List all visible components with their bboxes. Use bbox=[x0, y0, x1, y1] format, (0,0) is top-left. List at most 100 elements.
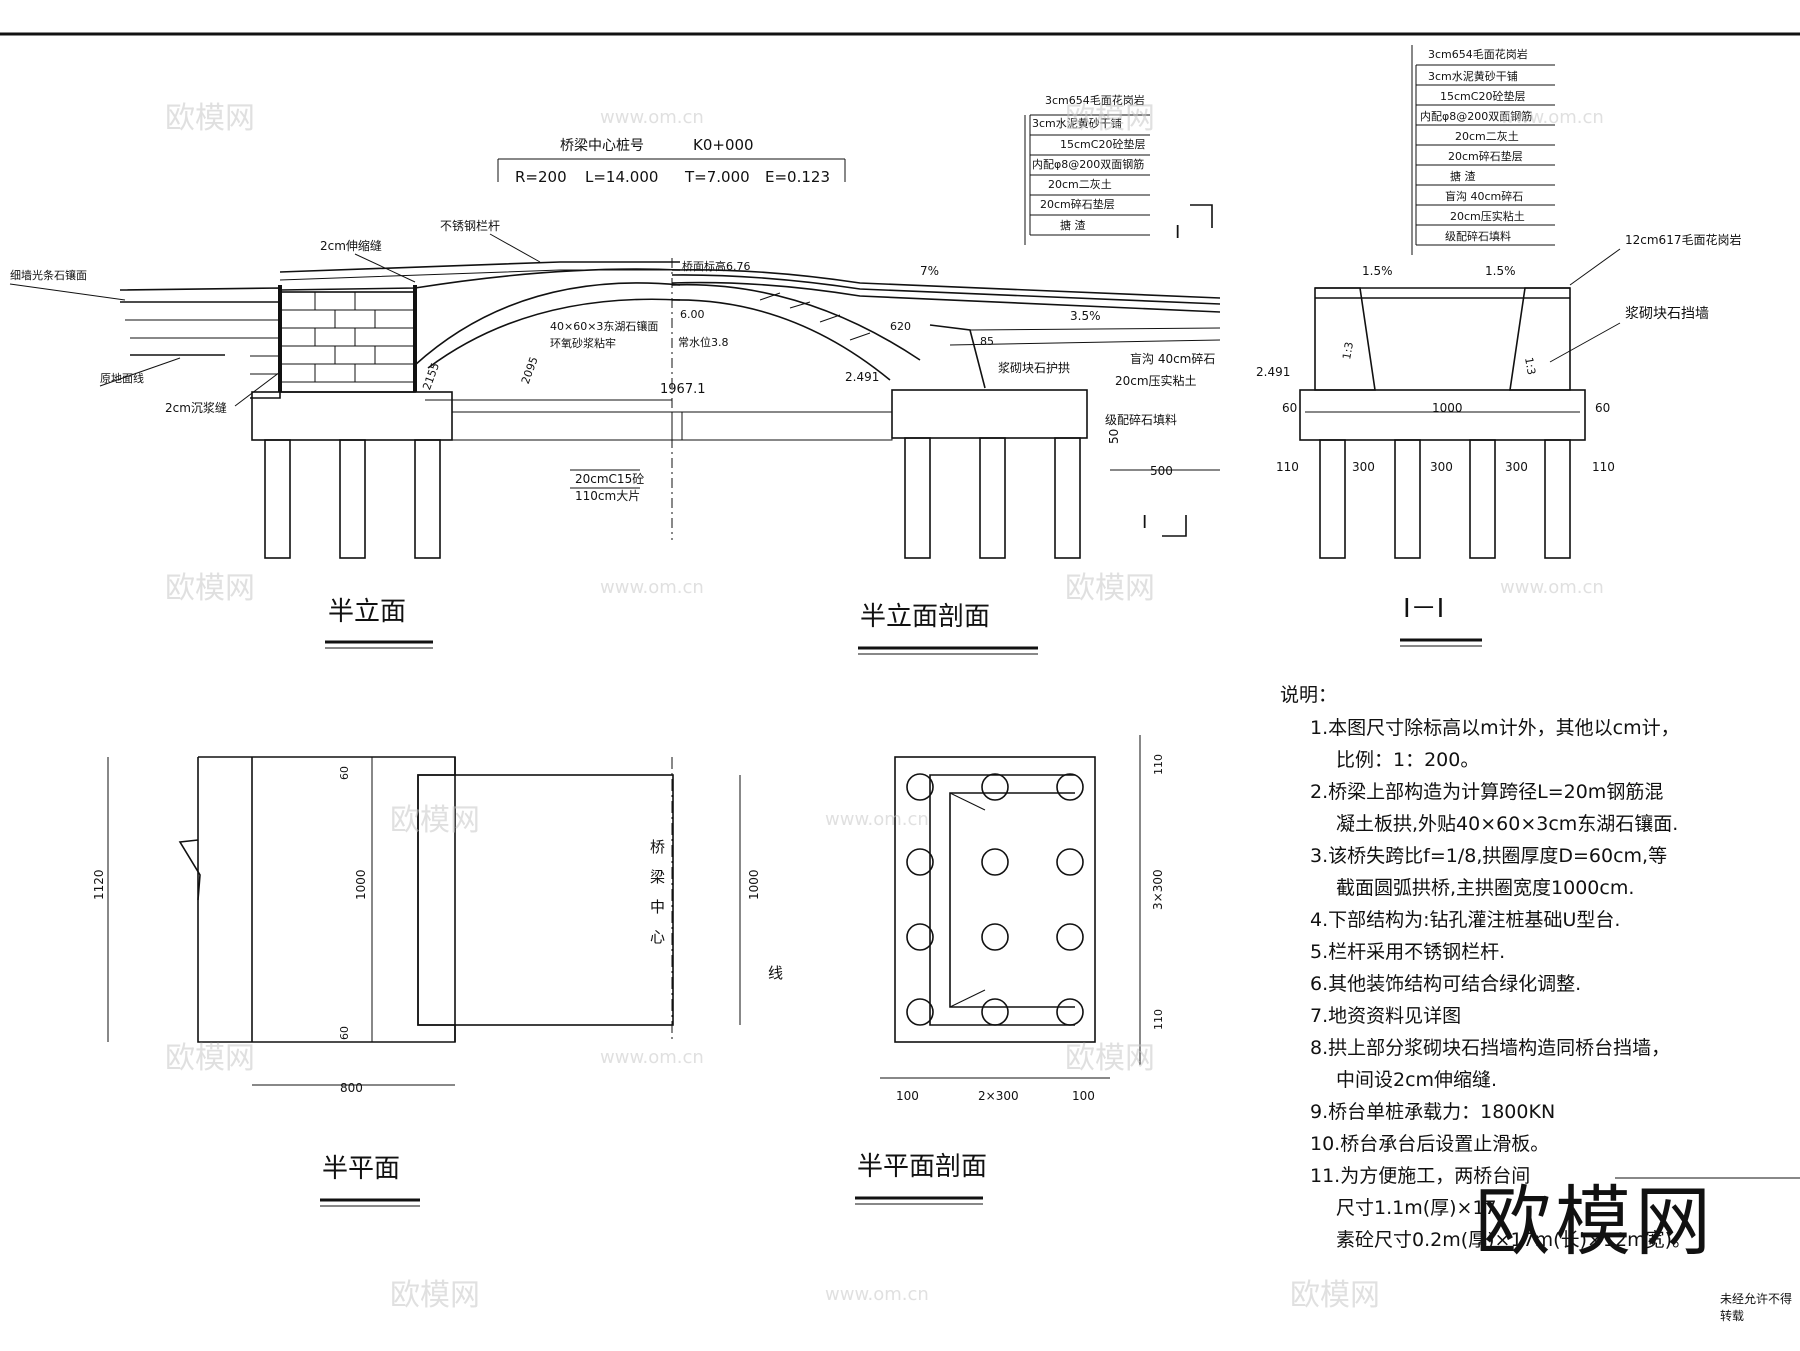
label-85: 85 bbox=[980, 335, 994, 348]
brand-watermark: 欧模网 bbox=[1475, 1177, 1715, 1266]
label-c15: 20cmC15砼 bbox=[575, 472, 644, 486]
ps-dim-110-bottom: 110 bbox=[1152, 1009, 1165, 1030]
table-param-l: L=14.000 bbox=[585, 168, 658, 186]
left-pile-cap bbox=[251, 391, 453, 441]
plan-cl-char-1: 梁 bbox=[650, 868, 665, 886]
section-deck-2 bbox=[671, 274, 1221, 305]
ps-dim-100-left: 100 bbox=[896, 1089, 919, 1103]
corner-text: 未经允许不得转载 bbox=[1720, 1292, 1793, 1323]
ii-slope-left: 1.5% bbox=[1362, 264, 1393, 278]
railing-top bbox=[279, 261, 680, 273]
half-elevation-section-group: 桥梁中心桩号 K0+000 R=200 L=14.000 T=7.000 E=0… bbox=[497, 93, 1221, 655]
dim-2095: 2095 bbox=[519, 355, 541, 386]
section-i-bottom: I bbox=[1142, 512, 1147, 533]
layer-left-5: 20cm碎石垫层 bbox=[1040, 197, 1115, 211]
note-8-a: 8.拱上部分浆砌块石挡墙构造同桥台挡墙， bbox=[1310, 1037, 1671, 1059]
ii-dim-110-left: 110 bbox=[1276, 460, 1299, 474]
note-2: 2.桥梁上部构造为计算跨径L=20m钢筋混凝土板拱,外贴40×60×3cm东湖石… bbox=[1310, 783, 1780, 835]
note-9: 9.桥台单桩承载力：1800KN bbox=[1310, 1101, 1780, 1123]
ii-dim-300-a: 300 bbox=[1352, 460, 1375, 474]
ps-fillet-top bbox=[949, 792, 986, 811]
note-11-c: 素砼尺寸0.2m(厚)×17m(长)×12m宽)。 bbox=[1336, 1229, 1691, 1251]
label-rubble: 110cm大片 bbox=[575, 489, 640, 503]
label-blind-drain: 盲沟 40cm碎石 bbox=[1130, 351, 1215, 366]
note-6: 6.其他装饰结构可结合绿化调整. bbox=[1310, 975, 1780, 994]
wm-4: www.om.cn bbox=[1500, 107, 1604, 128]
plan-dim-1120: 1120 bbox=[92, 869, 106, 900]
note-11: 11.为方便施工，两桥台间尺寸1.1m(厚)×17 素砼尺寸0.2m(厚)×17m… bbox=[1310, 1165, 1780, 1251]
note-11-b: 尺寸1.1m(厚)×17 bbox=[1336, 1197, 1497, 1219]
layer-right-5: 20cm碎石垫层 bbox=[1448, 149, 1523, 163]
watermarks: 欧模网 www.om.cn 欧模网 www.om.cn 欧模网 www.om.c… bbox=[165, 101, 1604, 1313]
title-half-plan: 半平面 bbox=[322, 1154, 400, 1184]
ii-pile-cap bbox=[1299, 389, 1586, 441]
half-plan-group: 1120 1000 60 60 800 1000 桥 梁 中 心 线 半平面 bbox=[92, 756, 783, 1207]
ii-ratio-right: 1:3 bbox=[1522, 356, 1538, 376]
wm-8: www.om.cn bbox=[1500, 577, 1604, 598]
railing-bottom bbox=[279, 269, 680, 281]
layer-left-2: 15cmC20砼垫层 bbox=[1060, 137, 1145, 151]
title-half-elevation: 半立面 bbox=[328, 597, 406, 627]
right-piles bbox=[904, 437, 1081, 559]
label-620: 620 bbox=[890, 320, 911, 333]
leader-railing bbox=[489, 233, 541, 263]
label-arch-face: 40×60×3东湖石镶面 bbox=[550, 319, 658, 333]
leader-stone bbox=[9, 283, 126, 301]
note-4: 4.下部结构为:钻孔灌注桩基础U型台. bbox=[1310, 911, 1780, 930]
note-1-a: 1.本图尺寸除标高以m计外，其他以cm计， bbox=[1310, 717, 1680, 739]
plan-deck bbox=[417, 774, 674, 1026]
section-arch-outer bbox=[671, 283, 921, 361]
ii-leader-granite bbox=[1569, 248, 1621, 286]
title-half-plan-section: 半平面剖面 bbox=[857, 1152, 987, 1182]
left-piles bbox=[264, 439, 441, 559]
masonry-guard-outline bbox=[929, 324, 986, 389]
note-10: 10.桥台承台后设置止滑板。 bbox=[1310, 1133, 1780, 1155]
label-compacted-clay: 20cm压实粘土 bbox=[1115, 373, 1197, 388]
wm-14: 欧模网 bbox=[390, 1278, 480, 1313]
plan-break-mark bbox=[178, 839, 201, 901]
ii-piles bbox=[1319, 439, 1571, 559]
wm-10: www.om.cn bbox=[825, 809, 929, 830]
note-2-b: 凝土板拱,外贴40×60×3cm东湖石镶面. bbox=[1336, 813, 1679, 835]
layer-left-3: 内配φ8@200双面钢筋 bbox=[1032, 157, 1144, 171]
label-dim-50: 50 bbox=[1107, 429, 1121, 444]
span-dim-text: 1967.1 bbox=[660, 382, 706, 397]
ii-dim-60-left: 60 bbox=[1282, 401, 1297, 415]
note-5-a: 5.栏杆采用不锈钢栏杆. bbox=[1310, 941, 1506, 963]
label-dim-500: 500 bbox=[1150, 464, 1173, 478]
ps-dim-110-top: 110 bbox=[1152, 754, 1165, 775]
ii-wall-left bbox=[1314, 287, 1376, 391]
ii-elev-2491: 2.491 bbox=[1256, 365, 1290, 379]
plan-outline bbox=[197, 756, 456, 1043]
note-9-a: 9.桥台单桩承载力：1800KN bbox=[1310, 1101, 1556, 1123]
blind-drain-line bbox=[969, 327, 1221, 331]
ps-u-outer bbox=[929, 774, 1075, 1026]
note-10-a: 10.桥台承台后设置止滑板。 bbox=[1310, 1133, 1550, 1155]
note-8-b: 中间设2cm伸缩缝. bbox=[1336, 1069, 1498, 1091]
dim-2155: 2155 bbox=[420, 361, 442, 392]
layer-right-3: 内配φ8@200双面钢筋 bbox=[1420, 109, 1532, 123]
rubble-bed-left bbox=[451, 411, 683, 441]
ii-slope-right: 1.5% bbox=[1485, 264, 1516, 278]
note-5: 5.栏杆采用不锈钢栏杆. bbox=[1310, 941, 1780, 963]
half-plan-section-group: 110 3×300 110 100 2×300 100 半平面剖面 bbox=[855, 735, 1165, 1205]
leader-settle bbox=[234, 371, 281, 407]
notes-title: 说明： bbox=[1280, 684, 1338, 706]
note-11-a: 11.为方便施工，两桥台间 bbox=[1310, 1165, 1531, 1187]
wm-5: 欧模网 bbox=[165, 571, 255, 606]
table-param-r: R=200 bbox=[515, 168, 567, 186]
ii-label-masonry-wall: 浆砌块石挡墙 bbox=[1625, 306, 1709, 322]
plan-cl-char-0: 桥 bbox=[650, 838, 665, 856]
ii-dim-300-b: 300 bbox=[1430, 460, 1453, 474]
left-abutment-wall bbox=[279, 291, 416, 393]
ps-dim-2x300: 2×300 bbox=[978, 1089, 1019, 1103]
label-slope-35: 3.5% bbox=[1070, 309, 1101, 323]
notes-block: 说明： 1.本图尺寸除标高以m计外，其他以cm计，比例：1：200。 2.桥梁上… bbox=[1280, 680, 1780, 1263]
ps-outline bbox=[894, 756, 1096, 1043]
table-param-e: E=0.123 bbox=[765, 168, 830, 186]
section-i-i-group: 1000 60 60 110 110 300 300 300 2.491 1.5… bbox=[1256, 45, 1741, 647]
layer-right-2: 15cmC20砼垫层 bbox=[1440, 89, 1525, 103]
note-3-b: 截面圆弧拱桥,主拱圈宽度1000cm. bbox=[1336, 877, 1635, 899]
